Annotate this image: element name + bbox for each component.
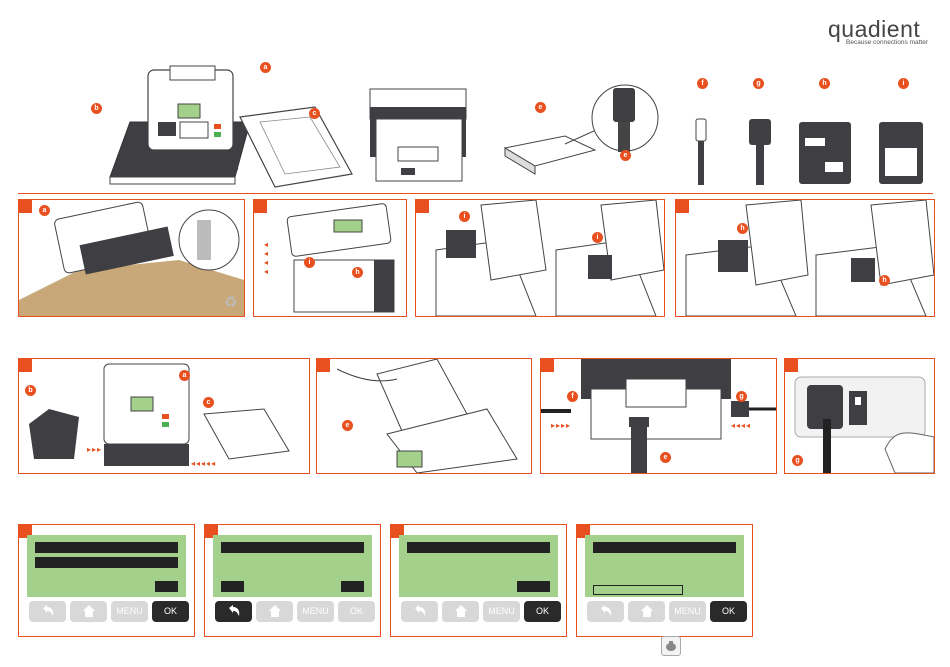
home-key[interactable] xyxy=(442,601,479,622)
callout-e: e xyxy=(535,102,546,113)
step-connect-cables-panel: f g e ▸▸▸▸ ◂◂◂◂ xyxy=(540,358,777,474)
callout-e-row2: e xyxy=(342,420,353,431)
step-number-marker xyxy=(541,359,554,372)
ok-key[interactable]: OK xyxy=(152,601,189,622)
lcd-softkey-indicator xyxy=(517,581,550,592)
callout-h-step-a: h xyxy=(737,223,748,234)
callout-h: h xyxy=(819,78,830,89)
callout-i-step: i xyxy=(304,257,315,268)
power-cable-f-illustration xyxy=(690,115,712,185)
ok-key[interactable]: OK xyxy=(338,601,375,622)
motion-arrows: ◂◂◂◂ xyxy=(264,240,278,276)
back-arrow-icon xyxy=(40,604,56,618)
back-arrow-icon xyxy=(412,604,428,618)
callout-a-step: a xyxy=(39,205,50,216)
motion-arrows: ▸▸▸ xyxy=(87,445,102,454)
lcd-screen-1-panel: MENU OK xyxy=(18,524,195,637)
step-number-marker xyxy=(317,359,330,372)
scale-icon xyxy=(661,636,681,656)
lcd-display xyxy=(585,535,744,597)
callout-h-step: h xyxy=(352,267,363,278)
callout-h-step-b: h xyxy=(879,275,890,286)
lcd-line xyxy=(593,542,736,553)
ok-key[interactable]: OK xyxy=(710,601,747,622)
callout-g: g xyxy=(753,78,764,89)
callout-e-row2b: e xyxy=(660,452,671,463)
ok-key[interactable]: OK xyxy=(524,601,561,622)
section-divider xyxy=(18,193,933,194)
ink-cartridge-h-illustration xyxy=(795,118,855,188)
callout-c-row2: c xyxy=(203,397,214,408)
callout-i: i xyxy=(898,78,909,89)
callout-a: a xyxy=(260,62,271,73)
step-number-marker xyxy=(676,200,689,213)
step-number-marker xyxy=(254,200,267,213)
back-key[interactable] xyxy=(29,601,66,622)
motion-arrows: ◂◂◂◂◂ xyxy=(191,459,216,468)
callout-g-row2: g xyxy=(736,391,747,402)
home-key[interactable] xyxy=(628,601,665,622)
step-power-on-panel: g xyxy=(784,358,935,474)
lcd-line xyxy=(407,542,550,553)
callout-f-row2: f xyxy=(567,391,578,402)
recycle-icon: ♻ xyxy=(224,293,242,311)
callout-i-step-a: i xyxy=(459,211,470,222)
lcd-display xyxy=(27,535,186,597)
lcd-softkey-indicator xyxy=(221,581,244,592)
home-icon xyxy=(268,604,282,618)
home-key[interactable] xyxy=(256,601,293,622)
base-unit-rear-illustration xyxy=(368,85,470,185)
step-number-marker xyxy=(19,359,32,372)
home-key[interactable] xyxy=(70,601,107,622)
callout-i-step-b: i xyxy=(592,232,603,243)
callout-c: c xyxy=(309,108,320,119)
callout-a-row2: a xyxy=(179,370,190,381)
step-attach-trays-panel: a b c ▸▸▸ ◂◂◂◂◂ xyxy=(18,358,310,474)
menu-key[interactable]: MENU xyxy=(111,601,148,622)
lcd-softkey-indicator xyxy=(155,581,178,592)
lcd-line xyxy=(221,542,364,553)
home-icon xyxy=(82,604,96,618)
back-arrow-icon xyxy=(598,604,614,618)
menu-key[interactable]: MENU xyxy=(669,601,706,622)
power-cable-g-illustration xyxy=(745,115,775,185)
step-open-lid-panel: e xyxy=(316,358,532,474)
callout-b: b xyxy=(91,103,102,114)
brand-tagline: Because connections matter xyxy=(846,39,928,46)
back-key[interactable] xyxy=(215,601,252,622)
step-install-label-roll-panel: i i xyxy=(415,199,665,317)
quadient-logo: quadient Because connections matter xyxy=(828,16,938,46)
scale-and-cable-illustration xyxy=(495,78,660,183)
step-install-ink-cartridge-panel: h h xyxy=(675,199,935,317)
callout-b-row2: b xyxy=(25,385,36,396)
back-key[interactable] xyxy=(401,601,438,622)
step-open-cover-panel: ◂◂◂◂ i h xyxy=(253,199,407,317)
lcd-line xyxy=(35,542,178,553)
step-number-marker xyxy=(19,200,32,213)
label-roll-i-illustration xyxy=(875,118,927,188)
callout-e-2: e xyxy=(620,150,631,161)
home-icon xyxy=(640,604,654,618)
lcd-screen-2-panel: MENU OK xyxy=(204,524,381,637)
motion-arrows: ◂◂◂◂ xyxy=(731,421,751,430)
step-number-marker xyxy=(416,200,429,213)
lcd-screen-4-panel: MENU OK xyxy=(576,524,753,637)
lcd-display xyxy=(399,535,558,597)
lcd-display xyxy=(213,535,372,597)
franking-machine-overview-illustration xyxy=(100,62,360,192)
menu-key[interactable]: MENU xyxy=(297,601,334,622)
step-number-marker xyxy=(785,359,798,372)
callout-f: f xyxy=(697,78,708,89)
lcd-line xyxy=(35,557,178,568)
back-arrow-icon xyxy=(226,604,242,618)
menu-key[interactable]: MENU xyxy=(483,601,520,622)
lcd-screen-3-panel: MENU OK xyxy=(390,524,567,637)
home-icon xyxy=(454,604,468,618)
callout-g-row2b: g xyxy=(792,455,803,466)
step-unpack-panel: a ♻ xyxy=(18,199,245,317)
motion-arrows: ▸▸▸▸ xyxy=(551,421,571,430)
lcd-softkey-indicator xyxy=(341,581,364,592)
back-key[interactable] xyxy=(587,601,624,622)
lcd-input-field xyxy=(593,585,683,595)
